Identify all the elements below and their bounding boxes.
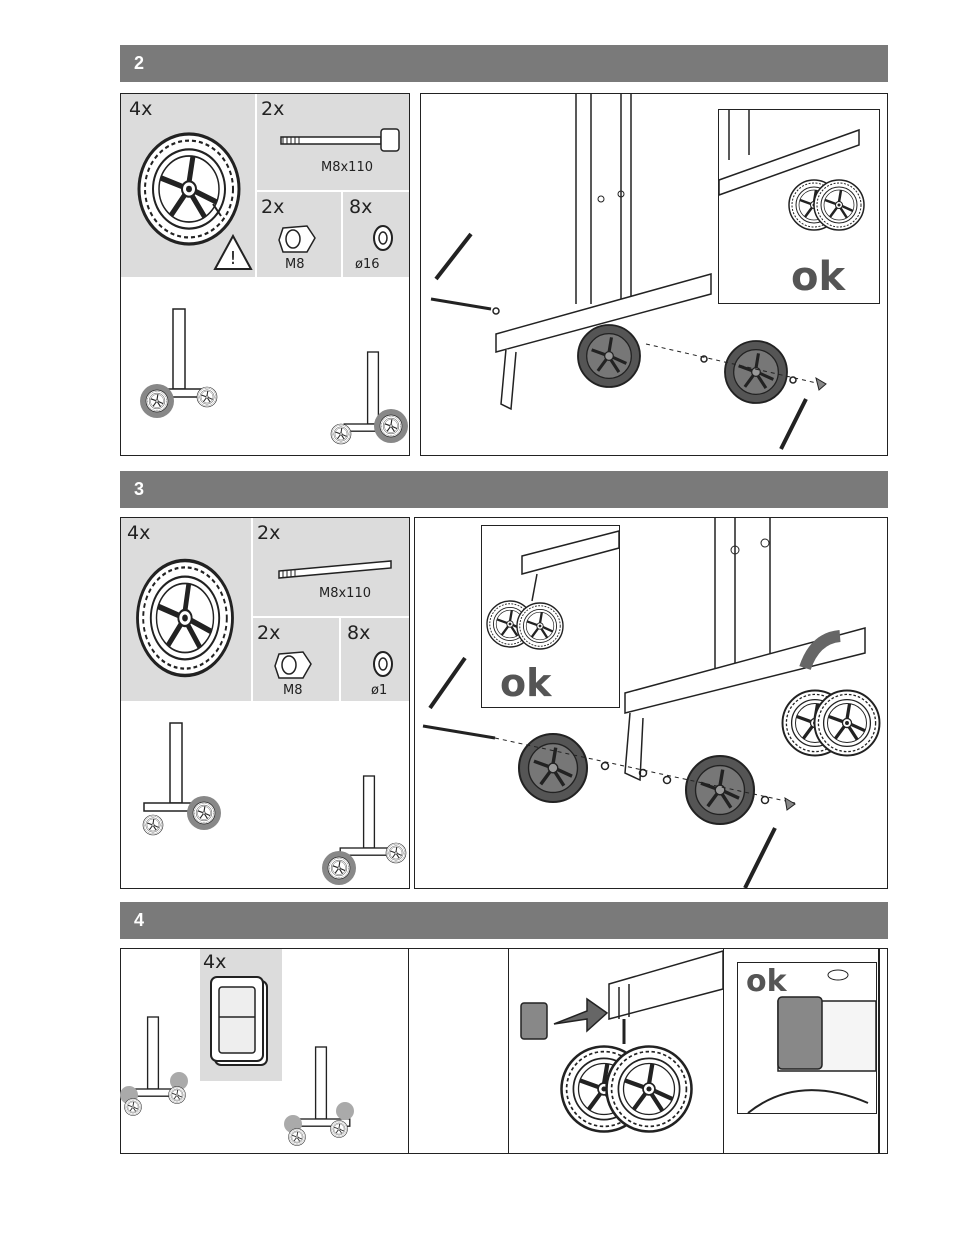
overview-diagram <box>121 279 409 454</box>
washer-label: ø1 <box>371 683 387 698</box>
step-4-assembly-panel <box>508 948 724 1154</box>
step-3-assembly-panel: ok <box>414 517 888 889</box>
nut-label: M8 <box>285 257 305 272</box>
ok-label: ok <box>746 964 788 999</box>
bolt-label: M8x110 <box>319 586 371 601</box>
step-number: 4 <box>134 910 144 931</box>
washer-qty: 8x <box>347 622 370 644</box>
washer-icon <box>371 224 399 254</box>
ok-inset-diagram: ok <box>738 963 876 1113</box>
wheel-qty: 4x <box>129 98 152 120</box>
nut-label: M8 <box>283 683 303 698</box>
step-4-blank-panel <box>408 948 509 1154</box>
step-2-assembly-panel: ok <box>420 93 888 456</box>
wheel-icon <box>135 550 245 680</box>
assembly-diagram <box>509 949 723 1153</box>
washer-label: ø16 <box>355 257 380 272</box>
bolt-icon <box>279 553 399 583</box>
washer-qty: 8x <box>349 196 372 218</box>
overview-diagram <box>121 703 409 888</box>
step-4-ok-inset: ok <box>737 962 877 1114</box>
svg-text:!: ! <box>229 248 236 269</box>
step-4-ok-panel: ok <box>723 948 888 1154</box>
bolt-qty: 2x <box>261 98 284 120</box>
step-3-parts-panel: 4x 2x M8x110 2x M8 8x ø1 <box>120 517 410 889</box>
step-2-header: 2 <box>120 45 888 82</box>
step-3-ok-inset: ok <box>481 525 620 708</box>
overview-diagram <box>121 949 409 1153</box>
step-2-ok-inset: ok <box>718 109 880 304</box>
warning-icon: ! <box>211 214 256 274</box>
ok-label: ok <box>500 661 552 705</box>
nut-qty: 2x <box>257 622 280 644</box>
step-4-header: 4 <box>120 902 888 939</box>
nut-icon <box>275 648 315 683</box>
ok-inset-diagram: ok <box>719 110 879 303</box>
bolt-icon <box>281 124 406 154</box>
step-2-parts-panel: 4x ! 2x M8x110 2x M8 8x ø16 <box>120 93 410 456</box>
step-number: 3 <box>134 479 144 500</box>
nut-qty: 2x <box>261 196 284 218</box>
step-number: 2 <box>134 53 144 74</box>
step-3-header: 3 <box>120 471 888 508</box>
ok-inset-diagram: ok <box>482 526 619 707</box>
nut-icon <box>279 222 319 257</box>
step-4-parts-panel: 4x <box>120 948 410 1154</box>
ok-label: ok <box>791 254 846 300</box>
bolt-label: M8x110 <box>321 160 373 175</box>
washer-icon <box>371 650 399 680</box>
panel-divider <box>878 949 880 1153</box>
wheel-qty: 4x <box>127 522 150 544</box>
bolt-qty: 2x <box>257 522 280 544</box>
